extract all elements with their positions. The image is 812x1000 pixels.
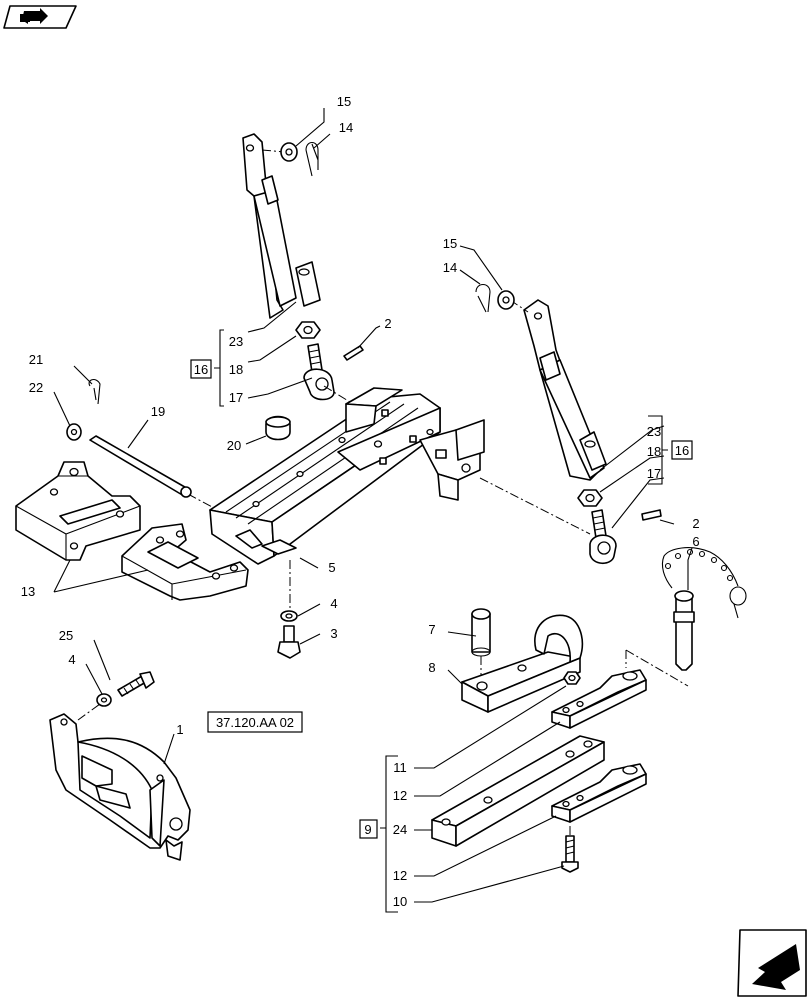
svg-text:9: 9: [364, 822, 371, 837]
bolt-10: [561, 835, 579, 873]
reference-link-box[interactable]: 37.120.AA 02: [207, 711, 303, 733]
clevis-12-bottom: [551, 763, 647, 823]
hook-8: [461, 614, 584, 713]
callout-5: 5: [328, 560, 335, 575]
clip-14-top: [305, 141, 319, 177]
callout-4: 4: [330, 596, 337, 611]
washer-15-right: [497, 290, 515, 310]
housing-1: [49, 713, 191, 861]
pin-7: [471, 608, 491, 657]
callout-20: 20: [227, 438, 241, 453]
callout-18: 18: [647, 444, 661, 459]
washer-4-center: [280, 610, 298, 622]
callout-2: 2: [692, 516, 699, 531]
svg-text:37.120.AA 02: 37.120.AA 02: [216, 715, 294, 730]
washer-4-left: [96, 693, 112, 707]
callout-12: 12: [393, 868, 407, 883]
callout-7: 7: [428, 622, 435, 637]
callout-15: 15: [337, 94, 351, 109]
bar-24: [431, 735, 605, 847]
eye-bolt-17-left: [303, 343, 335, 401]
callout-18: 18: [229, 362, 243, 377]
washer-15-top: [280, 142, 298, 162]
bolt-25: [117, 671, 155, 697]
nut-11: [563, 671, 581, 685]
eye-bolt-17-right: [589, 509, 617, 565]
callout-6: 6: [692, 534, 699, 549]
callout-25: 25: [59, 628, 73, 643]
plug-20: [265, 415, 291, 441]
callout-13: 13: [21, 584, 35, 599]
pin-2-right: [641, 509, 662, 521]
back-arrow-icon[interactable]: [3, 5, 77, 29]
callout-21: 21: [29, 352, 43, 367]
washer-22: [66, 423, 82, 441]
callout-10: 10: [393, 894, 407, 909]
lift-link-right: [523, 299, 607, 481]
pin-2-left: [343, 345, 364, 361]
clip-14-right: [475, 283, 491, 313]
callout-4: 4: [68, 652, 75, 667]
callout-22: 22: [29, 380, 43, 395]
group-9-box: 9: [359, 819, 378, 839]
callout-labels: 15 14 23 18 17 2 20 21 22 19 13 5 4 3 15…: [21, 94, 700, 909]
callout-23: 23: [229, 334, 243, 349]
svg-text:16: 16: [194, 362, 208, 377]
drawbar-frame: [209, 387, 485, 565]
callout-11: 11: [393, 760, 407, 775]
callout-2: 2: [384, 316, 391, 331]
leader-lines: [53, 108, 693, 913]
bracket-13-b: [121, 523, 249, 601]
clevis-12-top: [551, 669, 647, 729]
callout-12: 12: [393, 788, 407, 803]
group-16-left-box: 16: [190, 359, 212, 379]
callout-8: 8: [428, 660, 435, 675]
svg-text:16: 16: [675, 443, 689, 458]
callout-24: 24: [393, 822, 407, 837]
group-16-right-box: 16: [671, 440, 693, 460]
clip-21: [88, 378, 101, 405]
callout-17: 17: [647, 466, 661, 481]
callout-23: 23: [647, 424, 661, 439]
nut-18-left: [295, 321, 321, 339]
callout-14: 14: [339, 120, 353, 135]
callout-19: 19: [151, 404, 165, 419]
callout-15: 15: [443, 236, 457, 251]
bolt-3: [277, 625, 301, 659]
lynch-pin-6: [661, 547, 747, 671]
callout-14: 14: [443, 260, 457, 275]
nut-18-right: [577, 489, 603, 507]
callout-3: 3: [330, 626, 337, 641]
pin-19: [89, 435, 192, 498]
callout-1: 1: [176, 722, 183, 737]
bracket-13-a: [15, 461, 141, 561]
lift-link-left: [242, 133, 321, 319]
next-arrow-icon[interactable]: [737, 929, 807, 997]
callout-17: 17: [229, 390, 243, 405]
